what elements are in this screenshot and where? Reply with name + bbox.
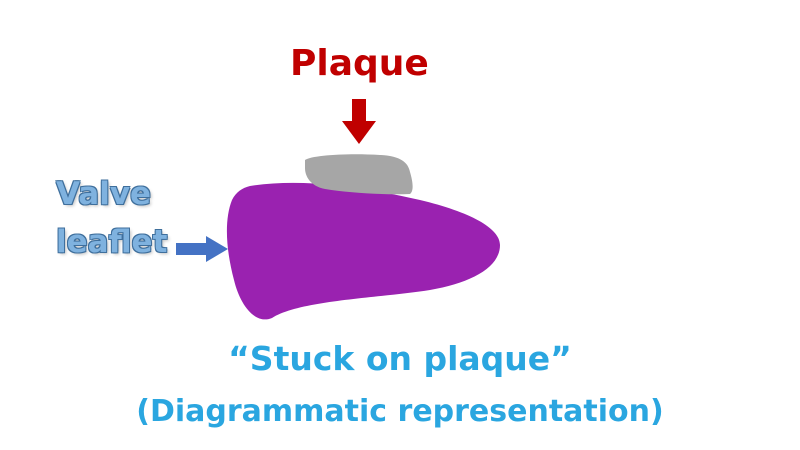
plaque-label: Plaque [290, 43, 429, 84]
caption-title: “Stuck on plaque” [228, 339, 572, 378]
plaque-shape [305, 154, 413, 195]
valve-leaflet-shape [226, 182, 500, 320]
valve-leaflet-label-line1: Valve [56, 176, 152, 212]
valve-leaflet-label-line2: leaflet [56, 224, 168, 260]
valve-leaflet-arrow [176, 236, 228, 262]
caption-subtitle: (Diagrammatic representation) [136, 394, 664, 429]
plaque-arrow [342, 99, 376, 144]
valve-leaflet-label: Valve leaflet [56, 170, 167, 266]
